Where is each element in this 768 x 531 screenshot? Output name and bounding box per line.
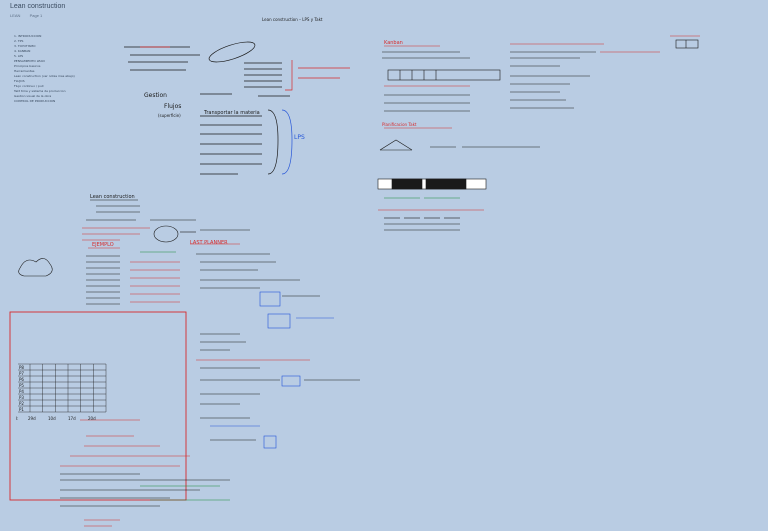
page-header: Lean construction LEAN Page 1 — [0, 0, 768, 22]
takt-row-label: P5 — [19, 382, 24, 388]
table-of-contents: 1. INTRODUCCION 2. TPS 3. TOYOTISMO 4. K… — [14, 34, 82, 104]
takt-row-label: P6 — [19, 376, 24, 382]
ink-group-bottom-left — [60, 419, 230, 527]
ink-brace — [267, 109, 279, 175]
toc-item[interactable]: PENSAMIENTO LEAN — [14, 59, 45, 63]
ink-group-centre-lower — [190, 243, 360, 449]
note-superficie: (superficie) — [158, 113, 181, 118]
ink-group-takt-bars — [377, 178, 487, 231]
ink-ellipse — [153, 225, 179, 243]
ink-group-lean-red — [82, 227, 150, 249]
takt-total-value: 20d — [88, 416, 96, 421]
toc-item[interactable]: Lean construction (ver notas mas abajo) — [14, 74, 75, 78]
ink-rect — [675, 39, 699, 49]
note-gestion: Gestion — [144, 92, 167, 99]
takt-total-value: 29d — [28, 416, 36, 421]
toc-item[interactable]: Herramientas — [14, 69, 35, 73]
takt-bar-fill — [425, 178, 467, 190]
ink-group-lean-construction — [18, 199, 250, 277]
ink-group-lean-table — [86, 251, 180, 305]
takt-totals-label: I: — [16, 416, 19, 421]
ink-rect — [387, 69, 501, 81]
breadcrumb-item[interactable]: LEAN — [10, 13, 21, 18]
toc-item[interactable]: 4. KANBAN — [14, 49, 31, 53]
takt-row-label: P7 — [19, 370, 24, 376]
ink-group-gestion — [124, 41, 290, 175]
ink-group-kanban-red — [384, 45, 470, 129]
takt-total-value: 17d — [68, 416, 76, 421]
takt-planning-frame — [9, 311, 187, 501]
takt-row-label: P8 — [19, 364, 24, 370]
note-lps: LPS — [294, 134, 305, 141]
takt-grid — [18, 363, 107, 413]
breadcrumb: LEAN Page 1 — [10, 13, 50, 18]
toc-item[interactable]: Flujo continuo / pull — [14, 84, 44, 88]
ink-rect — [267, 313, 291, 329]
takt-row-label: P4 — [19, 388, 24, 394]
takt-row-label: P2 — [19, 400, 24, 406]
toc-item[interactable]: Principios basicos — [14, 64, 41, 68]
toc-item[interactable]: Gestion visual de la obra — [14, 94, 52, 98]
ink-triangle — [379, 139, 413, 151]
note-transportar: Transportar la materia — [204, 110, 260, 116]
ink-group-red-top — [140, 46, 350, 91]
page-title: Lean construction — [10, 3, 66, 10]
takt-row-label: P1 — [19, 406, 24, 412]
toc-item[interactable]: CONTROL DE PRODUCCION — [14, 99, 56, 103]
breadcrumb-item[interactable]: Page 1 — [29, 13, 43, 18]
toc-item[interactable]: FLUJOS — [14, 79, 25, 83]
ink-rect — [263, 435, 277, 449]
red-frame — [9, 311, 187, 501]
note-flujos: Flujos — [164, 103, 182, 110]
note-last-planner: LAST PLANNER — [190, 240, 228, 246]
ink-group-far-right — [510, 35, 700, 53]
ink-rect — [281, 375, 301, 387]
ink-group-kanban — [379, 51, 540, 151]
note-takt-title: Planificacion Takt — [382, 122, 417, 127]
ink-bracket — [285, 60, 293, 91]
cloud-icon — [18, 258, 53, 277]
takt-total-value: 10d — [48, 416, 56, 421]
toc-item[interactable]: 2. TPS — [14, 39, 24, 43]
toc-item[interactable]: 3. TOYOTISMO — [14, 44, 36, 48]
canvas-title: Lean construction – LPS y Takt — [262, 17, 323, 22]
ink-rect — [259, 291, 281, 307]
note-lean-construction: Lean construction — [90, 194, 135, 200]
ink-group-blue-top — [281, 109, 293, 175]
ink-group-far-right-ink — [510, 51, 596, 109]
toc-item[interactable]: 1. INTRODUCCION — [14, 34, 42, 38]
toc-item[interactable]: 5. LPS — [14, 54, 24, 58]
takt-bar-fill — [391, 178, 423, 190]
takt-row-label: P3 — [19, 394, 24, 400]
note-kanban-title: Kanban — [384, 40, 403, 46]
toc-item[interactable]: Takt time y sistema de produccion — [14, 89, 66, 93]
ink-brace — [281, 109, 293, 175]
ink-ellipse — [208, 41, 256, 63]
note-ejemplo: EJEMPLO — [92, 242, 114, 248]
